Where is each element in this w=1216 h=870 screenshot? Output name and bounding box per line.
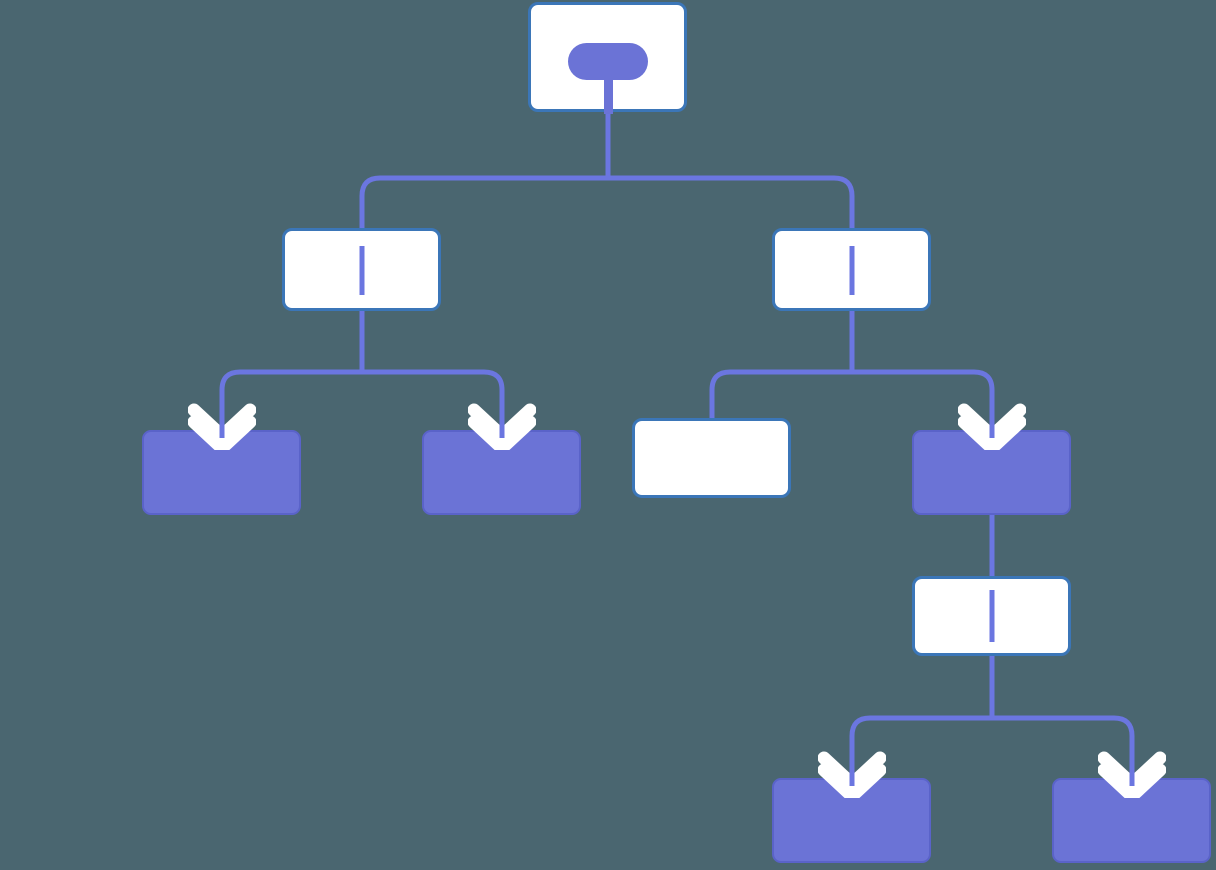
pill-shape-icon	[568, 43, 648, 80]
node-n5[interactable]	[632, 418, 791, 498]
pill-stem-icon	[604, 80, 613, 114]
edge-n7-to-n9	[992, 715, 1135, 784]
edge-n0-to-n2	[608, 175, 855, 228]
node-n9[interactable]	[1052, 778, 1211, 863]
edge-n2-to-n6	[852, 369, 995, 436]
node-n1[interactable]	[282, 228, 441, 311]
node-n2[interactable]	[772, 228, 931, 311]
edge-n1-to-n3	[219, 369, 362, 436]
edge-n7-to-n8	[849, 715, 992, 784]
node-n7[interactable]	[912, 576, 1071, 656]
node-n0-root[interactable]	[528, 2, 687, 114]
edge-n0-to-n1	[359, 175, 608, 228]
node-n4[interactable]	[422, 430, 581, 515]
edge-n1-to-n4	[362, 369, 505, 436]
node-n3[interactable]	[142, 430, 301, 515]
node-n6[interactable]	[912, 430, 1071, 515]
node-n8[interactable]	[772, 778, 931, 863]
edge-n2-to-n5	[709, 369, 852, 418]
